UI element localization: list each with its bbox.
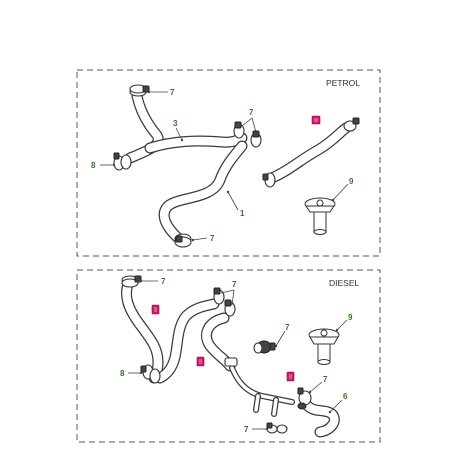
diesel-callout-clamp-8: 8 — [120, 369, 125, 378]
diesel-callout-lower-clamp: 7 — [323, 375, 328, 384]
diesel-clamp-right-2[interactable] — [224, 299, 236, 317]
petrol-callout-hose-1: 1 — [240, 209, 245, 218]
diesel-metal-pipe[interactable] — [224, 357, 295, 417]
petrol-clamp-8[interactable] — [113, 152, 132, 171]
diesel-label: DIESEL — [329, 278, 360, 288]
diesel-clamp-8[interactable] — [140, 364, 161, 384]
petrol-clamp-bottom[interactable] — [174, 233, 192, 248]
diesel-callout-hose-6: 6 — [343, 392, 348, 401]
petrol-hose-3[interactable] — [124, 90, 248, 164]
petrol-frame — [76, 69, 381, 257]
petrol-callout-clamp-8: 8 — [91, 161, 96, 170]
diesel-clamp-top[interactable] — [121, 275, 142, 288]
petrol-clamp-right-2[interactable] — [250, 130, 262, 148]
diesel-callout-mid-clamp: 7 — [285, 323, 290, 332]
diesel-marker-right — [286, 371, 295, 382]
diesel-callout-bottom-clamp: 7 — [244, 425, 249, 434]
petrol-thermostat[interactable] — [304, 197, 336, 235]
petrol-clamp-right-hose-high[interactable] — [343, 117, 360, 132]
diesel-callout-top-clamp: 7 — [161, 277, 166, 286]
petrol-label: PETROL — [326, 78, 360, 88]
diesel-marker-middle — [196, 356, 205, 367]
diesel-callout-right-clamps: 7 — [232, 280, 237, 289]
diesel-clamp-lower[interactable] — [297, 387, 312, 410]
petrol-clamp-right-hose-low[interactable] — [262, 172, 276, 188]
diesel-thermostat[interactable] — [308, 328, 340, 365]
diesel-marker-left — [151, 304, 160, 315]
petrol-clamp-top[interactable] — [129, 84, 150, 97]
diesel-clamp-bottom[interactable] — [266, 422, 288, 434]
diesel-middle-hose[interactable] — [154, 298, 220, 384]
petrol-callout-top-clamp: 7 — [170, 88, 175, 97]
diesel-frame — [76, 269, 381, 443]
diesel-callout-thermostat: 9 — [348, 313, 353, 322]
petrol-callout-hose-3: 3 — [173, 119, 178, 128]
petrol-callout-bottom-clamp: 7 — [210, 234, 215, 243]
diesel-left-hose[interactable] — [120, 278, 164, 384]
diesel-panel: DIESEL — [76, 269, 381, 443]
diesel-clamp-right-1[interactable] — [213, 287, 225, 305]
petrol-panel: PETROL — [76, 69, 381, 257]
diesel-hose-6[interactable] — [300, 398, 340, 438]
petrol-clamp-right-1[interactable] — [233, 121, 245, 139]
petrol-callout-thermostat: 9 — [349, 177, 354, 186]
petrol-hose-1[interactable] — [158, 140, 248, 244]
petrol-callout-right-clamps: 7 — [249, 108, 254, 117]
petrol-marker — [311, 115, 321, 125]
diesel-clamp-mid[interactable] — [253, 340, 276, 354]
petrol-right-hose[interactable] — [266, 122, 352, 184]
